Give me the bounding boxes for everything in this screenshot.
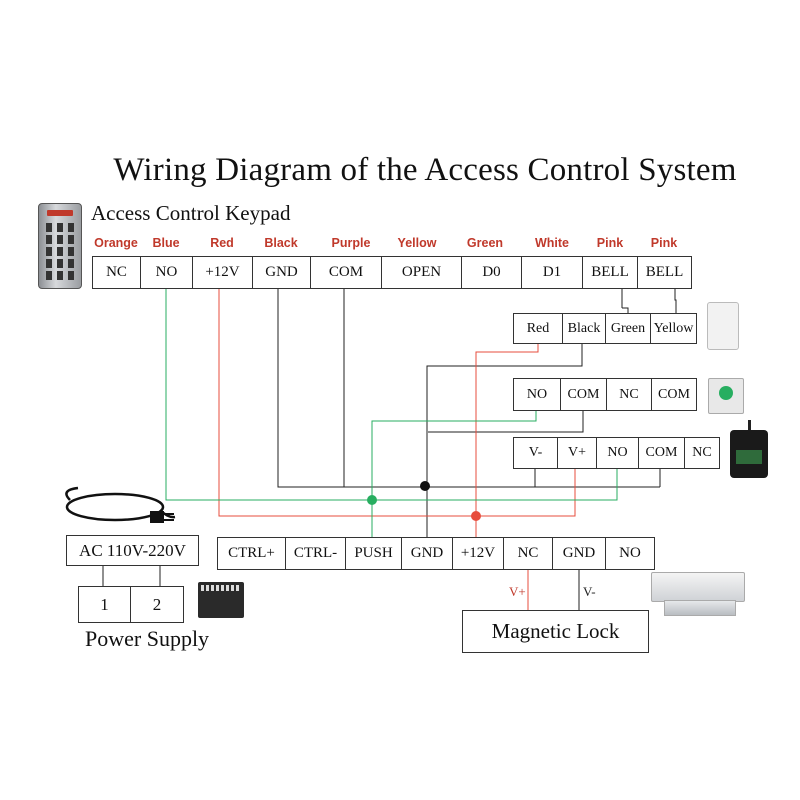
power-terminal: 1 [78, 586, 131, 623]
wire-doorbell-black [426, 343, 583, 539]
wire-color-label: Pink [596, 236, 624, 250]
keypad-image [38, 203, 82, 289]
keypad-terminal: D1 [521, 256, 583, 289]
keypad-terminal: BELL [637, 256, 692, 289]
wire-color-label: Red [210, 236, 234, 250]
page-title: Wiring Diagram of the Access Control Sys… [113, 152, 737, 188]
wire-color-label: White [534, 236, 570, 250]
red-wires [218, 289, 576, 611]
controller-terminal: NC [503, 537, 553, 570]
controller-terminal: GND [401, 537, 453, 570]
remote-terminal: V- [513, 437, 558, 469]
remote-terminal: COM [638, 437, 685, 469]
keypad-label: Access Control Keypad [91, 201, 291, 225]
power-supply-caption: Power Supply [85, 626, 210, 651]
wire-doorbell-red [475, 343, 539, 539]
exit-button-terminal: COM [560, 378, 607, 411]
exit-button-terminal: NC [606, 378, 652, 411]
black-wires [102, 289, 677, 611]
wire-color-label: Orange [94, 236, 138, 250]
exit-button-terminal: COM [651, 378, 697, 411]
wire-keypad-12v [218, 289, 576, 517]
doorbell-terminal: Green [605, 313, 651, 344]
remote-receiver-image [730, 420, 770, 478]
exit-button-terminal: NO [513, 378, 561, 411]
wire-bell-3 [622, 307, 629, 313]
power-supply-image [198, 582, 244, 618]
remote-terminal: V+ [557, 437, 597, 469]
keypad-terminal: NO [140, 256, 193, 289]
keypad-terminal: NC [92, 256, 141, 289]
wire-color-label: Green [466, 236, 504, 250]
junction-push-dot [367, 495, 377, 505]
power-terminal: 2 [130, 586, 184, 623]
magnetic-lock-image [651, 572, 745, 602]
lock-vplus-label: V+ [509, 584, 526, 599]
doorbell-terminal: Red [513, 313, 563, 344]
controller-terminal: PUSH [345, 537, 402, 570]
armature-plate-image [664, 600, 736, 616]
controller-terminal: CTRL- [285, 537, 346, 570]
junction-gnd-dot [420, 481, 430, 491]
lock-vminus-label: V- [583, 584, 596, 599]
exit-button-image [708, 378, 744, 414]
wire-color-label: Purple [331, 236, 371, 250]
keypad-terminal: +12V [192, 256, 253, 289]
wire-keypad-no [165, 289, 618, 501]
wire-color-label: Black [264, 236, 298, 250]
wire-color-label: Blue [152, 236, 180, 250]
ac-input-label: AC 110V-220V [66, 535, 199, 566]
power-plug-image [150, 511, 164, 523]
remote-terminal: NO [596, 437, 639, 469]
controller-terminal: NO [605, 537, 655, 570]
magnetic-lock-caption: Magnetic Lock [462, 610, 649, 653]
wire-bell-2 [674, 289, 677, 313]
keypad-terminal: GND [252, 256, 311, 289]
wire-color-label: Yellow [397, 236, 437, 250]
keypad-terminal: D0 [461, 256, 522, 289]
green-wires [165, 289, 618, 539]
wire-exit-com [428, 410, 584, 433]
remote-terminal: NC [684, 437, 720, 469]
doorbell-image [707, 302, 739, 350]
keypad-terminal: BELL [582, 256, 638, 289]
wire-exit-no [371, 410, 537, 539]
controller-terminal: +12V [452, 537, 504, 570]
keypad-terminal: OPEN [381, 256, 462, 289]
wire-color-label: Pink [650, 236, 678, 250]
controller-terminal: GND [552, 537, 606, 570]
controller-terminal: CTRL+ [217, 537, 286, 570]
junction-12v-dot [471, 511, 481, 521]
wire-keypad-gnd [277, 289, 660, 488]
doorbell-terminal: Yellow [650, 313, 697, 344]
doorbell-terminal: Black [562, 313, 606, 344]
keypad-terminal: COM [310, 256, 382, 289]
